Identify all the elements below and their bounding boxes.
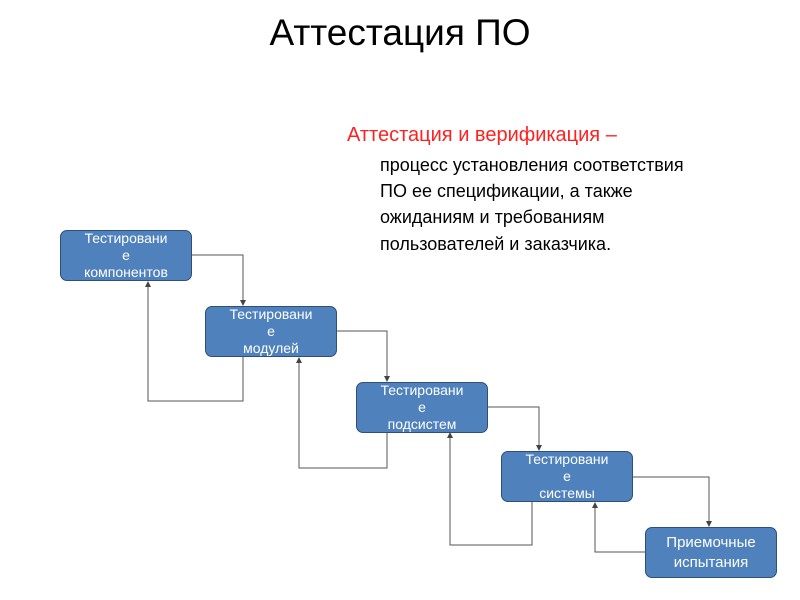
stage-label: е — [418, 399, 426, 415]
stage-label: Тестировани — [84, 230, 168, 246]
stage-label: компонентов — [84, 264, 168, 280]
stage-label: Тестировани — [229, 306, 313, 322]
definition-line: процесс установления соответствия — [380, 155, 684, 175]
stage-label: Тестировани — [380, 382, 464, 398]
stage-label: Тестировани — [525, 451, 609, 467]
slide-title: Аттестация ПО — [269, 12, 531, 53]
stage-component-testing: Тестировани е компонентов — [60, 230, 192, 281]
arrow-feedback — [592, 502, 645, 553]
stage-label: модулей — [243, 340, 299, 356]
stage-label: испытания — [673, 553, 749, 571]
arrow-feedback — [447, 432, 533, 546]
stage-subsystem-testing: Тестировани е подсистем — [356, 382, 488, 433]
definition-line: ПО ее спецификации, а также — [380, 181, 633, 201]
stage-system-testing: Тестировани е системы — [501, 451, 633, 502]
arrow-feedback — [145, 281, 244, 402]
stage-label: Приемочные — [666, 533, 756, 551]
arrow-forward — [337, 330, 390, 382]
stage-label: е — [563, 468, 571, 484]
definition-term: Аттестация и верификация – — [347, 124, 617, 146]
stage-module-testing: Тестировани е модулей — [205, 306, 337, 357]
definition-line: ожиданиям и требованиям — [380, 207, 605, 227]
stage-label: е — [122, 247, 130, 263]
arrow-forward — [488, 406, 542, 451]
stage-label: е — [267, 323, 275, 339]
arrow-forward — [633, 476, 712, 527]
stage-label: системы — [539, 485, 595, 501]
arrow-feedback — [296, 357, 388, 469]
definition-line: пользователей и заказчика. — [380, 234, 612, 254]
stage-acceptance-testing: Приемочные испытания — [645, 527, 777, 578]
stage-label: подсистем — [387, 416, 457, 432]
arrow-forward — [191, 254, 246, 306]
